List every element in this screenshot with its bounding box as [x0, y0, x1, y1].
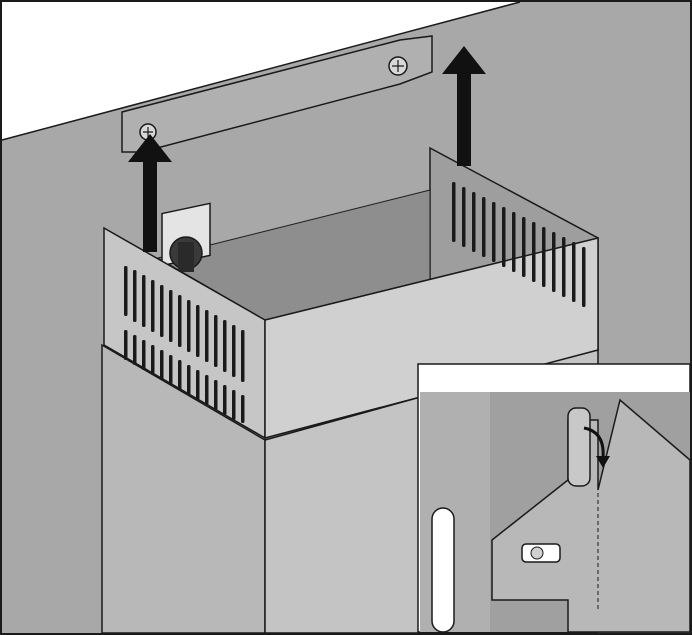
- mounting-bracket: [121, 35, 433, 153]
- vent-slots-right: [452, 182, 586, 307]
- curved-arrow-icon: [583, 426, 605, 459]
- detail-inset: [417, 363, 691, 633]
- up-arrow-icon: [128, 134, 172, 252]
- up-arrow-icon: [442, 46, 486, 166]
- vent-slots-left: [124, 266, 245, 423]
- inset-panel-slot-area: [420, 392, 490, 632]
- inset-slot: [431, 507, 455, 633]
- ceiling-line: [1, 1, 521, 141]
- inset-hook: [567, 407, 591, 487]
- upper-chimney-right-face: [264, 237, 599, 439]
- plug-body: [178, 242, 194, 272]
